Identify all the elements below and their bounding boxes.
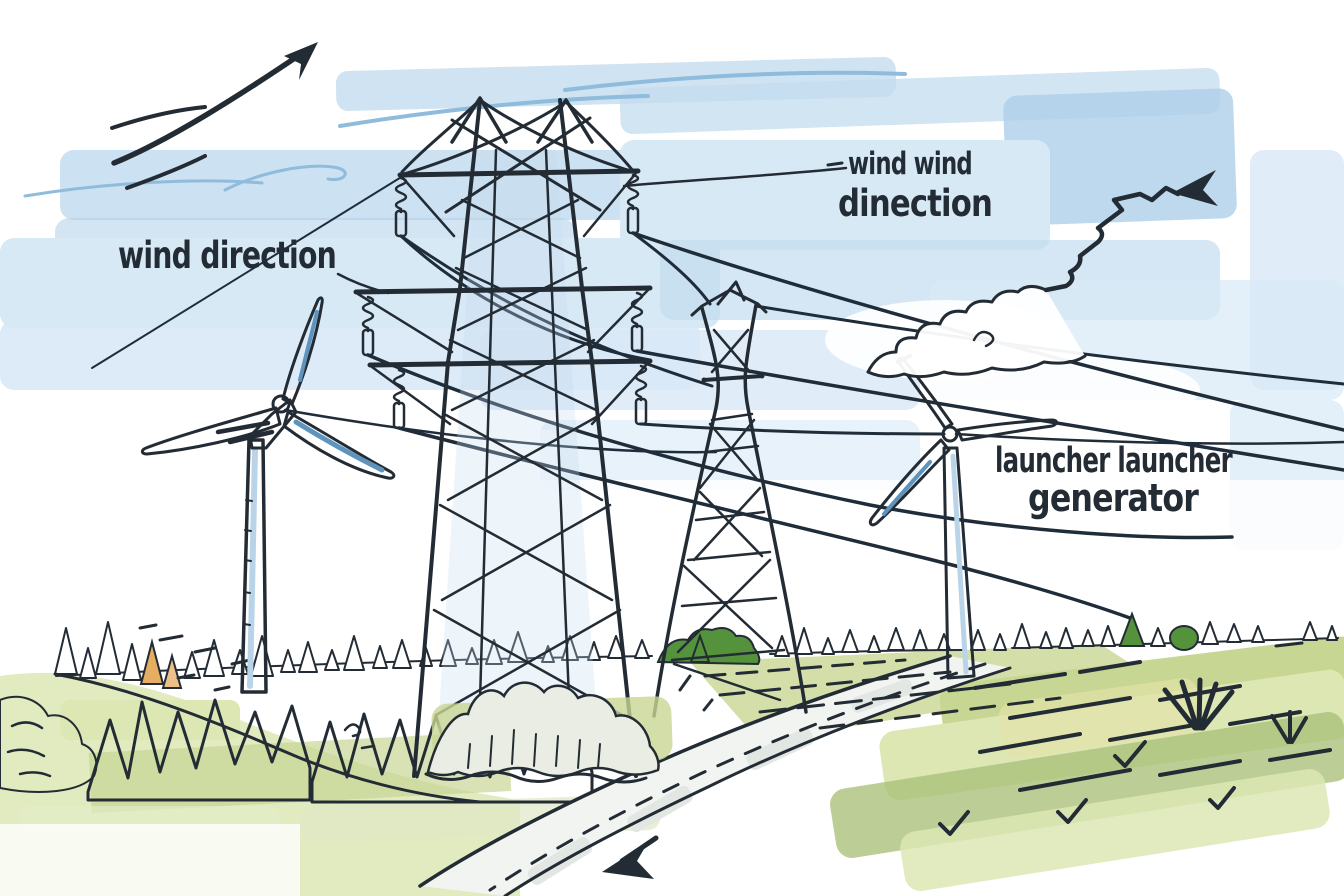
turbine-right-blade-side — [956, 418, 1058, 442]
wind-turbine-left — [140, 296, 396, 694]
road-arrow — [602, 835, 659, 879]
zigzag-arrow-left-icon — [1043, 185, 1181, 293]
white-pines — [54, 621, 1338, 681]
road-surface — [420, 656, 1010, 896]
crossarm-middle — [353, 285, 653, 295]
crossarm-bottom — [367, 358, 653, 368]
label-generator-line1: launcher launcher — [995, 441, 1233, 481]
sky-streaks — [23, 70, 907, 198]
crossarm-top — [397, 168, 641, 178]
curved-arrow-up-right-icon — [111, 53, 301, 166]
label-wind-top-line2: dinection — [838, 182, 992, 225]
top-left-wind-arrow — [110, 42, 318, 190]
ground — [0, 611, 1344, 896]
label-generator-line2: generator — [1028, 476, 1199, 520]
turbine-left-blade-right — [282, 410, 396, 480]
turbine-left-blade-left — [140, 406, 282, 456]
cloud-and-arrow — [866, 170, 1218, 379]
road-center-dashes — [488, 662, 987, 892]
tower2-lattice — [670, 328, 786, 702]
wind-speed-line-1 — [110, 105, 207, 130]
power-lines — [91, 175, 1344, 620]
turbine-left-tower — [240, 438, 268, 694]
turbine-right-tower — [942, 446, 976, 680]
turbine-right-blade-down — [868, 438, 951, 527]
label-wind-top-leader — [622, 166, 848, 188]
bush-mounds — [426, 681, 660, 778]
arrow-down-left-icon — [602, 842, 654, 879]
field-furrow-dashes — [703, 658, 1062, 730]
transmission-tower-main — [353, 96, 653, 778]
country-road — [418, 654, 1012, 896]
cloud-bottom-outline — [866, 354, 1087, 379]
green-pine — [1118, 611, 1146, 647]
tower-lattice — [432, 198, 624, 717]
tower-leg-left — [412, 98, 482, 778]
wind-speed-line-2 — [125, 154, 207, 190]
left-foliage — [0, 695, 98, 793]
wind-turbine-right — [868, 354, 1058, 680]
orange-tree — [139, 638, 165, 685]
transmission-tower-secondary — [652, 280, 808, 718]
base-bushes — [424, 674, 714, 784]
pine-zigzag-left — [86, 698, 312, 802]
wire-under-generator-label — [366, 353, 1234, 540]
cloud-top-outline — [866, 285, 1048, 374]
sky-wash — [0, 56, 1344, 650]
label-wind-top-line1: wind wind — [848, 146, 972, 182]
grass-tuft — [1162, 677, 1308, 744]
orange-tree-2 — [161, 652, 183, 689]
turbine-left-hub — [271, 394, 291, 414]
cloud-swirl — [972, 330, 995, 348]
turbine-left-nacelle — [248, 398, 298, 450]
green-round-tree — [1169, 625, 1199, 651]
labels: wind direction wind wind dinection launc… — [118, 146, 1234, 520]
turbine-right-hub — [941, 425, 959, 443]
label-wind-direction-leader — [336, 272, 390, 295]
turbine-left-blade-up — [281, 296, 324, 406]
label-wind-direction: wind direction — [118, 234, 336, 277]
